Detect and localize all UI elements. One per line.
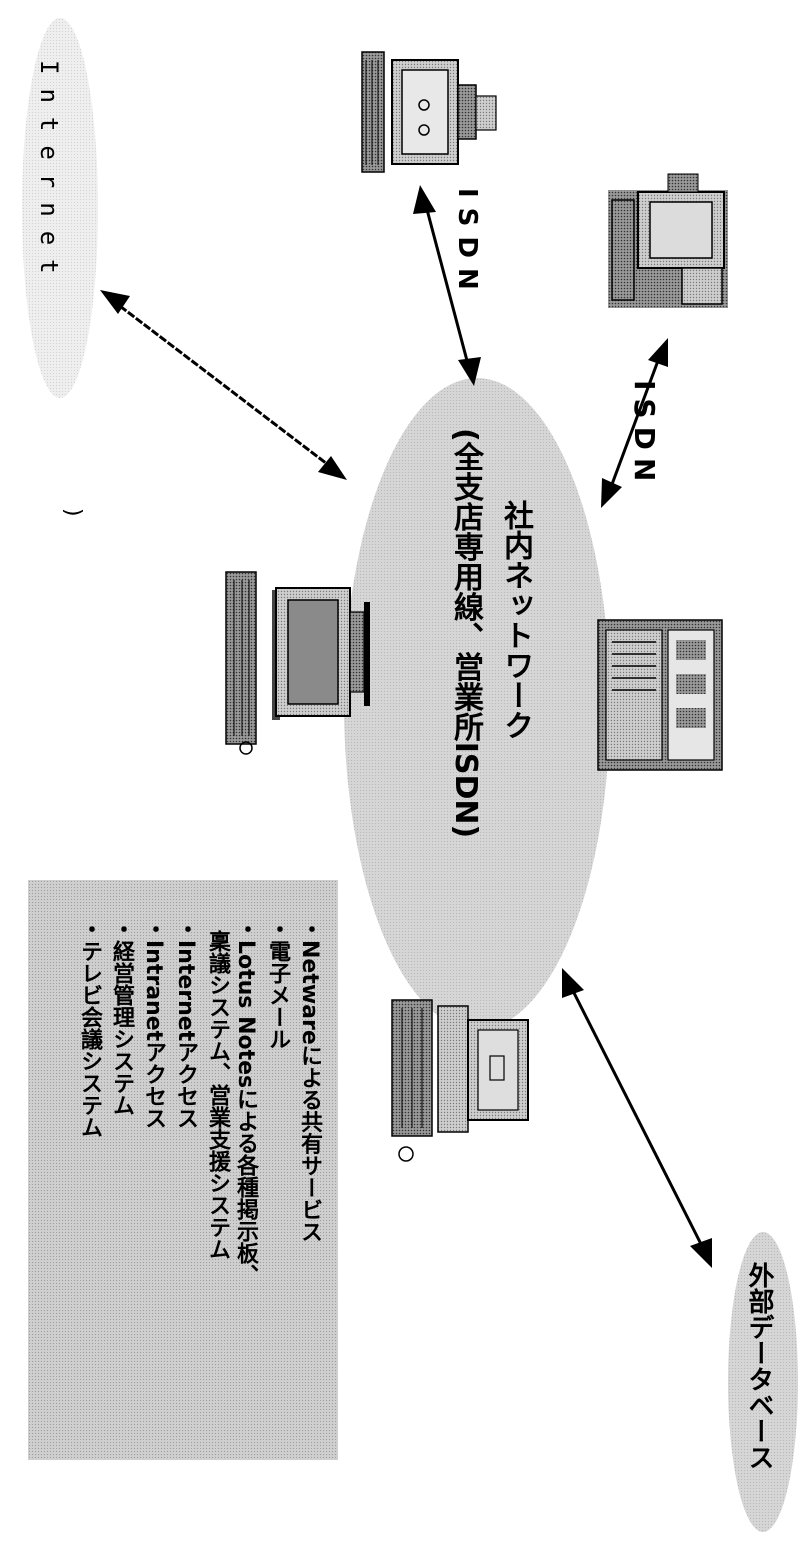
services-list: ・Netwareによる共有サービス ・電子メール ・Lotus Notesによる… [28,880,338,1460]
service-item: ・Intranetアクセス [140,918,166,1129]
internet-link-arrow [100,290,347,480]
service-item: ・電子メール [264,918,290,1050]
bullet: ・ [233,918,258,940]
service-item: ・テレビ会議システム [76,918,102,1138]
bullet: ・ [141,918,166,940]
service-item: ・経営管理システム [108,918,134,1116]
desktop-computer-icon [226,572,370,754]
isdn-link-arrow-right [601,338,668,508]
service-item-text: 電子メール [265,940,290,1050]
service-item: ・Lotus Notesによる各種掲示板、 [232,918,258,1286]
external-database-arrow [562,968,712,1268]
service-item-continuation: 稟議システム、営業支援システム [204,930,230,1260]
service-item: ・Netwareによる共有サービス [296,918,322,1243]
bullet: ・ [109,918,134,940]
desktop-computer-icon [362,52,496,172]
bullet: ・ [265,918,290,940]
service-item-text: Netwareによる共有サービス [297,940,322,1243]
bullet: ・ [173,918,198,940]
service-item-text: テレビ会議システム [77,940,102,1138]
service-item: ・Internetアクセス [172,918,198,1129]
services-box: ・Netwareによる共有サービス ・電子メール ・Lotus Notesによる… [28,880,338,1460]
bullet: ・ [77,918,102,940]
service-item-text: Intranetアクセス [141,940,166,1129]
bullet: ・ [297,918,322,940]
isdn-link-arrow-top [413,185,481,386]
service-item-text: 稟議システム、営業支援システム [205,930,230,1260]
service-item-text: Internetアクセス [173,940,198,1129]
desktop-computer-icon [392,1000,528,1161]
desktop-computer-icon [608,174,728,308]
service-item-text: Lotus Notesによる各種掲示板、 [233,940,258,1286]
service-item-text: 経営管理システム [109,940,134,1116]
server-tower-icon [598,620,722,770]
